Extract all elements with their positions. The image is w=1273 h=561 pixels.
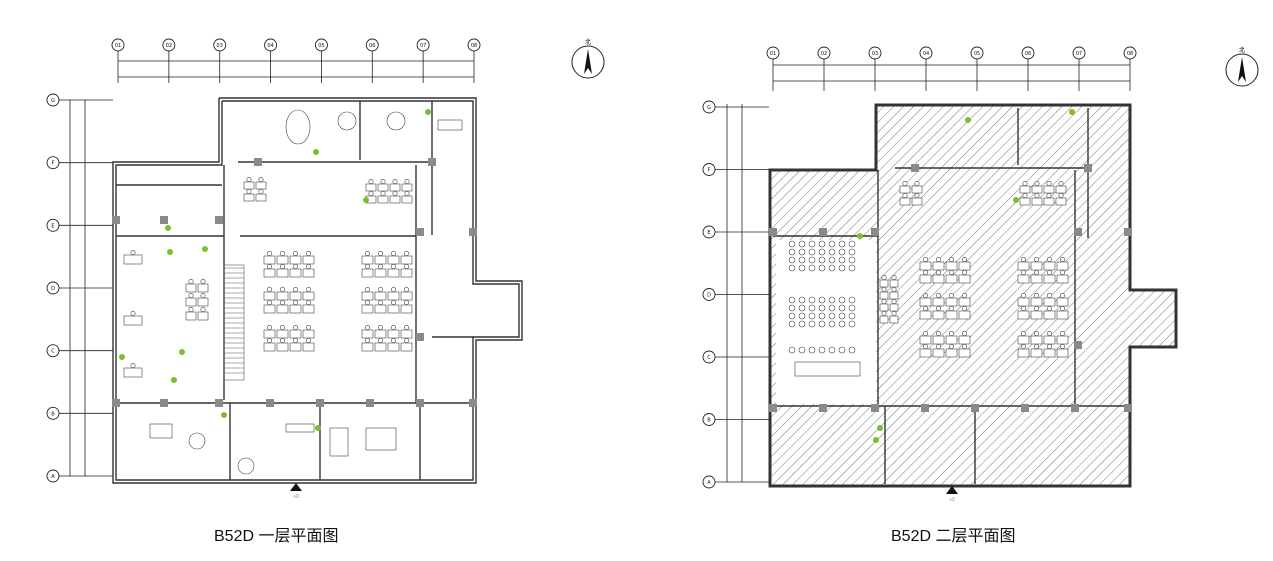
floor2-entrance: 入口 [946, 486, 958, 501]
floor2-left-dimension [726, 104, 743, 482]
floor2-walls [773, 108, 1128, 484]
floor2-plan: 01 02 03 04 05 06 07 08 G F E D C B A 北 [702, 46, 1259, 501]
floor1-north-arrow: 北 [571, 38, 605, 79]
floor1-entrance: 入口 [290, 483, 302, 498]
floor1-column-axes: 01 02 03 04 05 06 07 08 [111, 38, 481, 83]
svg-text:08: 08 [471, 43, 477, 49]
floor1-row-E: E [46, 218, 113, 232]
svg-text:02: 02 [821, 51, 827, 57]
floor2-column-05: 05 [970, 46, 984, 91]
floor1-structural-columns [112, 158, 477, 407]
svg-text:E: E [707, 230, 710, 236]
floor1-workstations [123, 177, 413, 378]
floor1-top-dimension [118, 60, 474, 78]
floor2-row-E: E [702, 225, 769, 239]
svg-text:D: D [707, 293, 711, 299]
floor2-top-dimension [773, 64, 1130, 82]
floor1-row-axes: G F E D C B A [46, 93, 113, 483]
floor1-column-06: 06 [365, 38, 379, 83]
floor2-north-label: 北 [1239, 46, 1245, 54]
floor1-entrance-label: 入口 [293, 494, 299, 498]
floor1-caption: B52D 一层平面图 [214, 528, 338, 545]
floor1-row-B: B [46, 406, 113, 420]
svg-text:06: 06 [1025, 51, 1031, 57]
svg-text:C: C [51, 349, 55, 355]
floor2-north-arrow: 北 [1225, 46, 1259, 87]
floor1-north-label: 北 [585, 38, 591, 46]
svg-text:02: 02 [166, 43, 172, 49]
floor2-caption: B52D 二层平面图 [891, 528, 1015, 545]
floor1-plants [119, 109, 431, 431]
floor2-column-06: 06 [1021, 46, 1035, 91]
floor1-column-05: 05 [314, 38, 328, 83]
floor2-structural-columns [769, 164, 1132, 412]
floor1-column-01: 01 [111, 38, 125, 83]
svg-text:F: F [708, 168, 711, 174]
svg-text:01: 01 [115, 43, 121, 49]
floor2-training-room [776, 240, 876, 404]
floor1-meeting-rooms [149, 109, 463, 475]
floor2-row-D: D [702, 288, 769, 301]
svg-text:C: C [707, 355, 711, 361]
floor1-column-03: 03 [213, 38, 227, 83]
floor1-plan: 01 02 03 04 05 06 07 08 G F E D C B A 北 [46, 38, 605, 498]
svg-text:07: 07 [1076, 51, 1082, 57]
floor2-column-07: 07 [1072, 46, 1086, 91]
svg-text:03: 03 [872, 51, 878, 57]
floor1-row-D: D [46, 281, 113, 295]
floor2-column-02: 02 [817, 46, 831, 91]
svg-text:A: A [51, 474, 55, 480]
floor1-row-A: A [46, 469, 113, 483]
floor2-column-08: 08 [1123, 46, 1137, 91]
svg-text:F: F [52, 161, 55, 167]
svg-text:07: 07 [420, 43, 426, 49]
floor2-column-04: 04 [919, 46, 933, 91]
svg-text:D: D [51, 286, 55, 292]
floor2-column-01: 01 [766, 46, 780, 91]
floor2-row-G: G [702, 100, 769, 114]
svg-text:04: 04 [923, 51, 929, 57]
floor2-row-B: B [702, 413, 769, 426]
floor2-workstations [879, 181, 1069, 358]
floor1-stair [223, 264, 245, 381]
svg-text:B: B [51, 411, 55, 417]
floor1-row-C: C [46, 344, 113, 358]
svg-text:01: 01 [770, 51, 776, 57]
svg-text:E: E [51, 223, 54, 229]
floor2-row-A: A [702, 475, 769, 489]
floor1-column-02: 02 [162, 38, 176, 83]
svg-text:04: 04 [267, 43, 273, 49]
svg-text:08: 08 [1127, 51, 1133, 57]
svg-text:B: B [707, 418, 711, 424]
floor1-column-08: 08 [467, 38, 481, 83]
floor2-row-axes: G F E D C B A [702, 100, 769, 489]
floor2-column-03: 03 [868, 46, 882, 91]
floor2-row-C: C [702, 350, 769, 364]
floor1-column-07: 07 [416, 38, 430, 83]
svg-text:A: A [707, 480, 711, 486]
floor2-row-F: F [702, 163, 769, 176]
svg-text:03: 03 [217, 43, 223, 49]
svg-text:06: 06 [369, 43, 375, 49]
svg-text:G: G [51, 98, 55, 104]
svg-text:G: G [707, 105, 711, 111]
svg-text:05: 05 [318, 43, 324, 49]
floor2-plants [857, 109, 1075, 443]
floor1-row-G: G [46, 93, 113, 107]
floor2-entrance-label: 入口 [949, 497, 955, 501]
floor2-column-axes: 01 02 03 04 05 06 07 08 [766, 46, 1137, 91]
svg-text:05: 05 [974, 51, 980, 57]
floor1-row-F: F [46, 156, 113, 170]
floor1-column-04: 04 [264, 38, 278, 83]
